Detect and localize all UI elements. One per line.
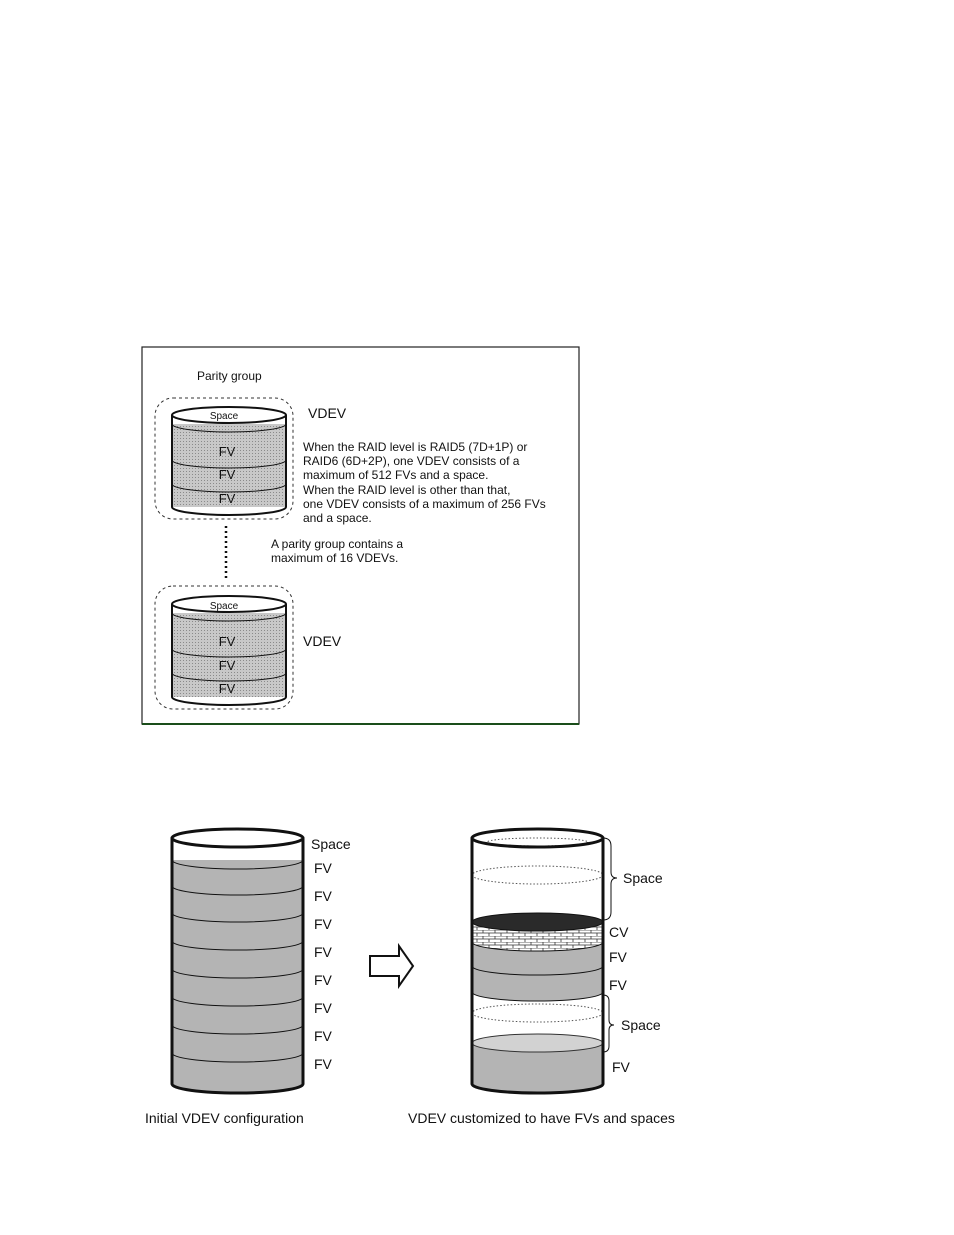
initial-fv-label: FV: [314, 1028, 333, 1044]
bottom-vdev-fv-label: FV: [219, 634, 236, 649]
top-vdev-space-label: Space: [210, 411, 239, 422]
bottom-vdev-fv-divider: [171, 648, 287, 658]
vdev-description: When the RAID level is RAID5 (7D+1P) or …: [303, 440, 546, 525]
initial-vdev-caption: Initial VDEV configuration: [145, 1110, 304, 1126]
bottom-fv-top-surface: [471, 1033, 604, 1053]
top-vdev-cylinder-top: [171, 406, 287, 424]
top-vdev-fv-divider: [171, 483, 287, 493]
initial-fv-label: FV: [314, 1056, 333, 1072]
fv-bottom-label: FV: [612, 1059, 631, 1075]
bottom-vdev-fv-divider: [171, 672, 287, 682]
bottom-vdev-space-label: Space: [210, 601, 239, 612]
space-divider: [171, 859, 304, 870]
initial-vdev-cylinder-wall: [170, 838, 305, 1095]
initial-vdev-fv-fill: [172, 860, 303, 1093]
initial-fv-label: FV: [314, 860, 333, 876]
note-line: maximum of 16 VDEVs.: [271, 551, 398, 565]
bottom-vdev-dashed-outline: [154, 585, 294, 710]
initial-fv-label: FV: [314, 944, 333, 960]
initial-fv-label: FV: [314, 972, 333, 988]
customized-vdev-cylinder-wall: [470, 838, 605, 1095]
fv-divider: [171, 996, 304, 1007]
description-line: RAID6 (6D+2P), one VDEV consists of a: [303, 454, 520, 468]
description-line: maximum of 512 FVs and a space.: [303, 468, 488, 482]
parity-group-title: Parity group: [197, 369, 262, 383]
fv-label: FV: [609, 977, 628, 993]
bottom-vdev-space-divider: [171, 612, 287, 622]
customized-vdev-caption: VDEV customized to have FVs and spaces: [408, 1110, 675, 1126]
space-ring: [471, 1003, 604, 1023]
fv-divider: [171, 940, 304, 951]
description-line: When the RAID level is RAID5 (7D+1P) or: [303, 440, 527, 454]
bottom-vdev-fv-label: FV: [219, 658, 236, 673]
note-line: A parity group contains a: [271, 537, 403, 551]
fv-divider: [171, 968, 304, 979]
top-vdev-cylinder-wall: [171, 415, 287, 516]
cv-divider: [471, 941, 604, 952]
cv-label: CV: [609, 924, 629, 940]
space-mid-label: Space: [621, 1017, 661, 1033]
description-line: and a space.: [303, 511, 372, 525]
top-vdev-group: Space FV FV FV: [154, 397, 294, 520]
parity-group-figure: Parity group Space FV FV FV VDEV When th…: [141, 346, 580, 725]
space-top-label: Space: [623, 870, 663, 886]
bottom-vdev-label: VDEV: [303, 633, 342, 649]
bottom-vdev-fv-label: FV: [219, 681, 236, 696]
description-line: one VDEV consists of a maximum of 256 FV…: [303, 497, 546, 511]
fv-label: FV: [609, 949, 628, 965]
fv-divider: [171, 912, 304, 923]
fv-divider: [171, 1024, 304, 1035]
bottom-vdev-cylinder-wall: [171, 604, 287, 706]
transform-arrow-icon: [369, 942, 415, 990]
parity-note: A parity group contains a maximum of 16 …: [271, 537, 403, 565]
top-vdev-space-divider: [171, 423, 287, 433]
space-top-brace: [602, 837, 618, 921]
fv-divider: [171, 885, 304, 896]
bottom-vdev-cylinder-top: [171, 595, 287, 613]
space-ring: [471, 865, 604, 885]
top-vdev-fv-divider: [171, 459, 287, 469]
initial-fv-label: FV: [314, 888, 333, 904]
cv-dark-disk: [471, 912, 604, 932]
space-mid-brace: [602, 994, 615, 1053]
description-line: When the RAID level is other than that,: [303, 483, 510, 497]
initial-space-label: Space: [311, 836, 351, 852]
top-vdev-fv-label: FV: [219, 444, 236, 459]
initial-fv-label: FV: [314, 1000, 333, 1016]
customized-vdev-figure: Space CV FV FV Space FV VDEV customized …: [408, 827, 675, 1126]
top-vdev-dashed-outline: [154, 397, 294, 520]
top-vdev-fv-label: FV: [219, 491, 236, 506]
fv-divider: [471, 991, 604, 1002]
middle-fv-fill: [472, 942, 603, 1001]
initial-fv-label: FV: [314, 916, 333, 932]
bottom-vdev-group: Space FV FV FV: [154, 585, 294, 710]
bottom-fv-fill: [472, 1043, 603, 1093]
cv-band-fill: [472, 922, 603, 951]
top-vdev-fv-label: FV: [219, 467, 236, 482]
initial-vdev-dividers: [171, 859, 304, 1063]
initial-vdev-figure: Space FV FV FV FV FV FV FV FV Initial VD…: [145, 827, 351, 1126]
fv-divider: [171, 1052, 304, 1063]
fv-divider: [471, 965, 604, 976]
initial-vdev-cylinder-top: [170, 827, 305, 849]
top-vdev-label: VDEV: [308, 405, 347, 421]
